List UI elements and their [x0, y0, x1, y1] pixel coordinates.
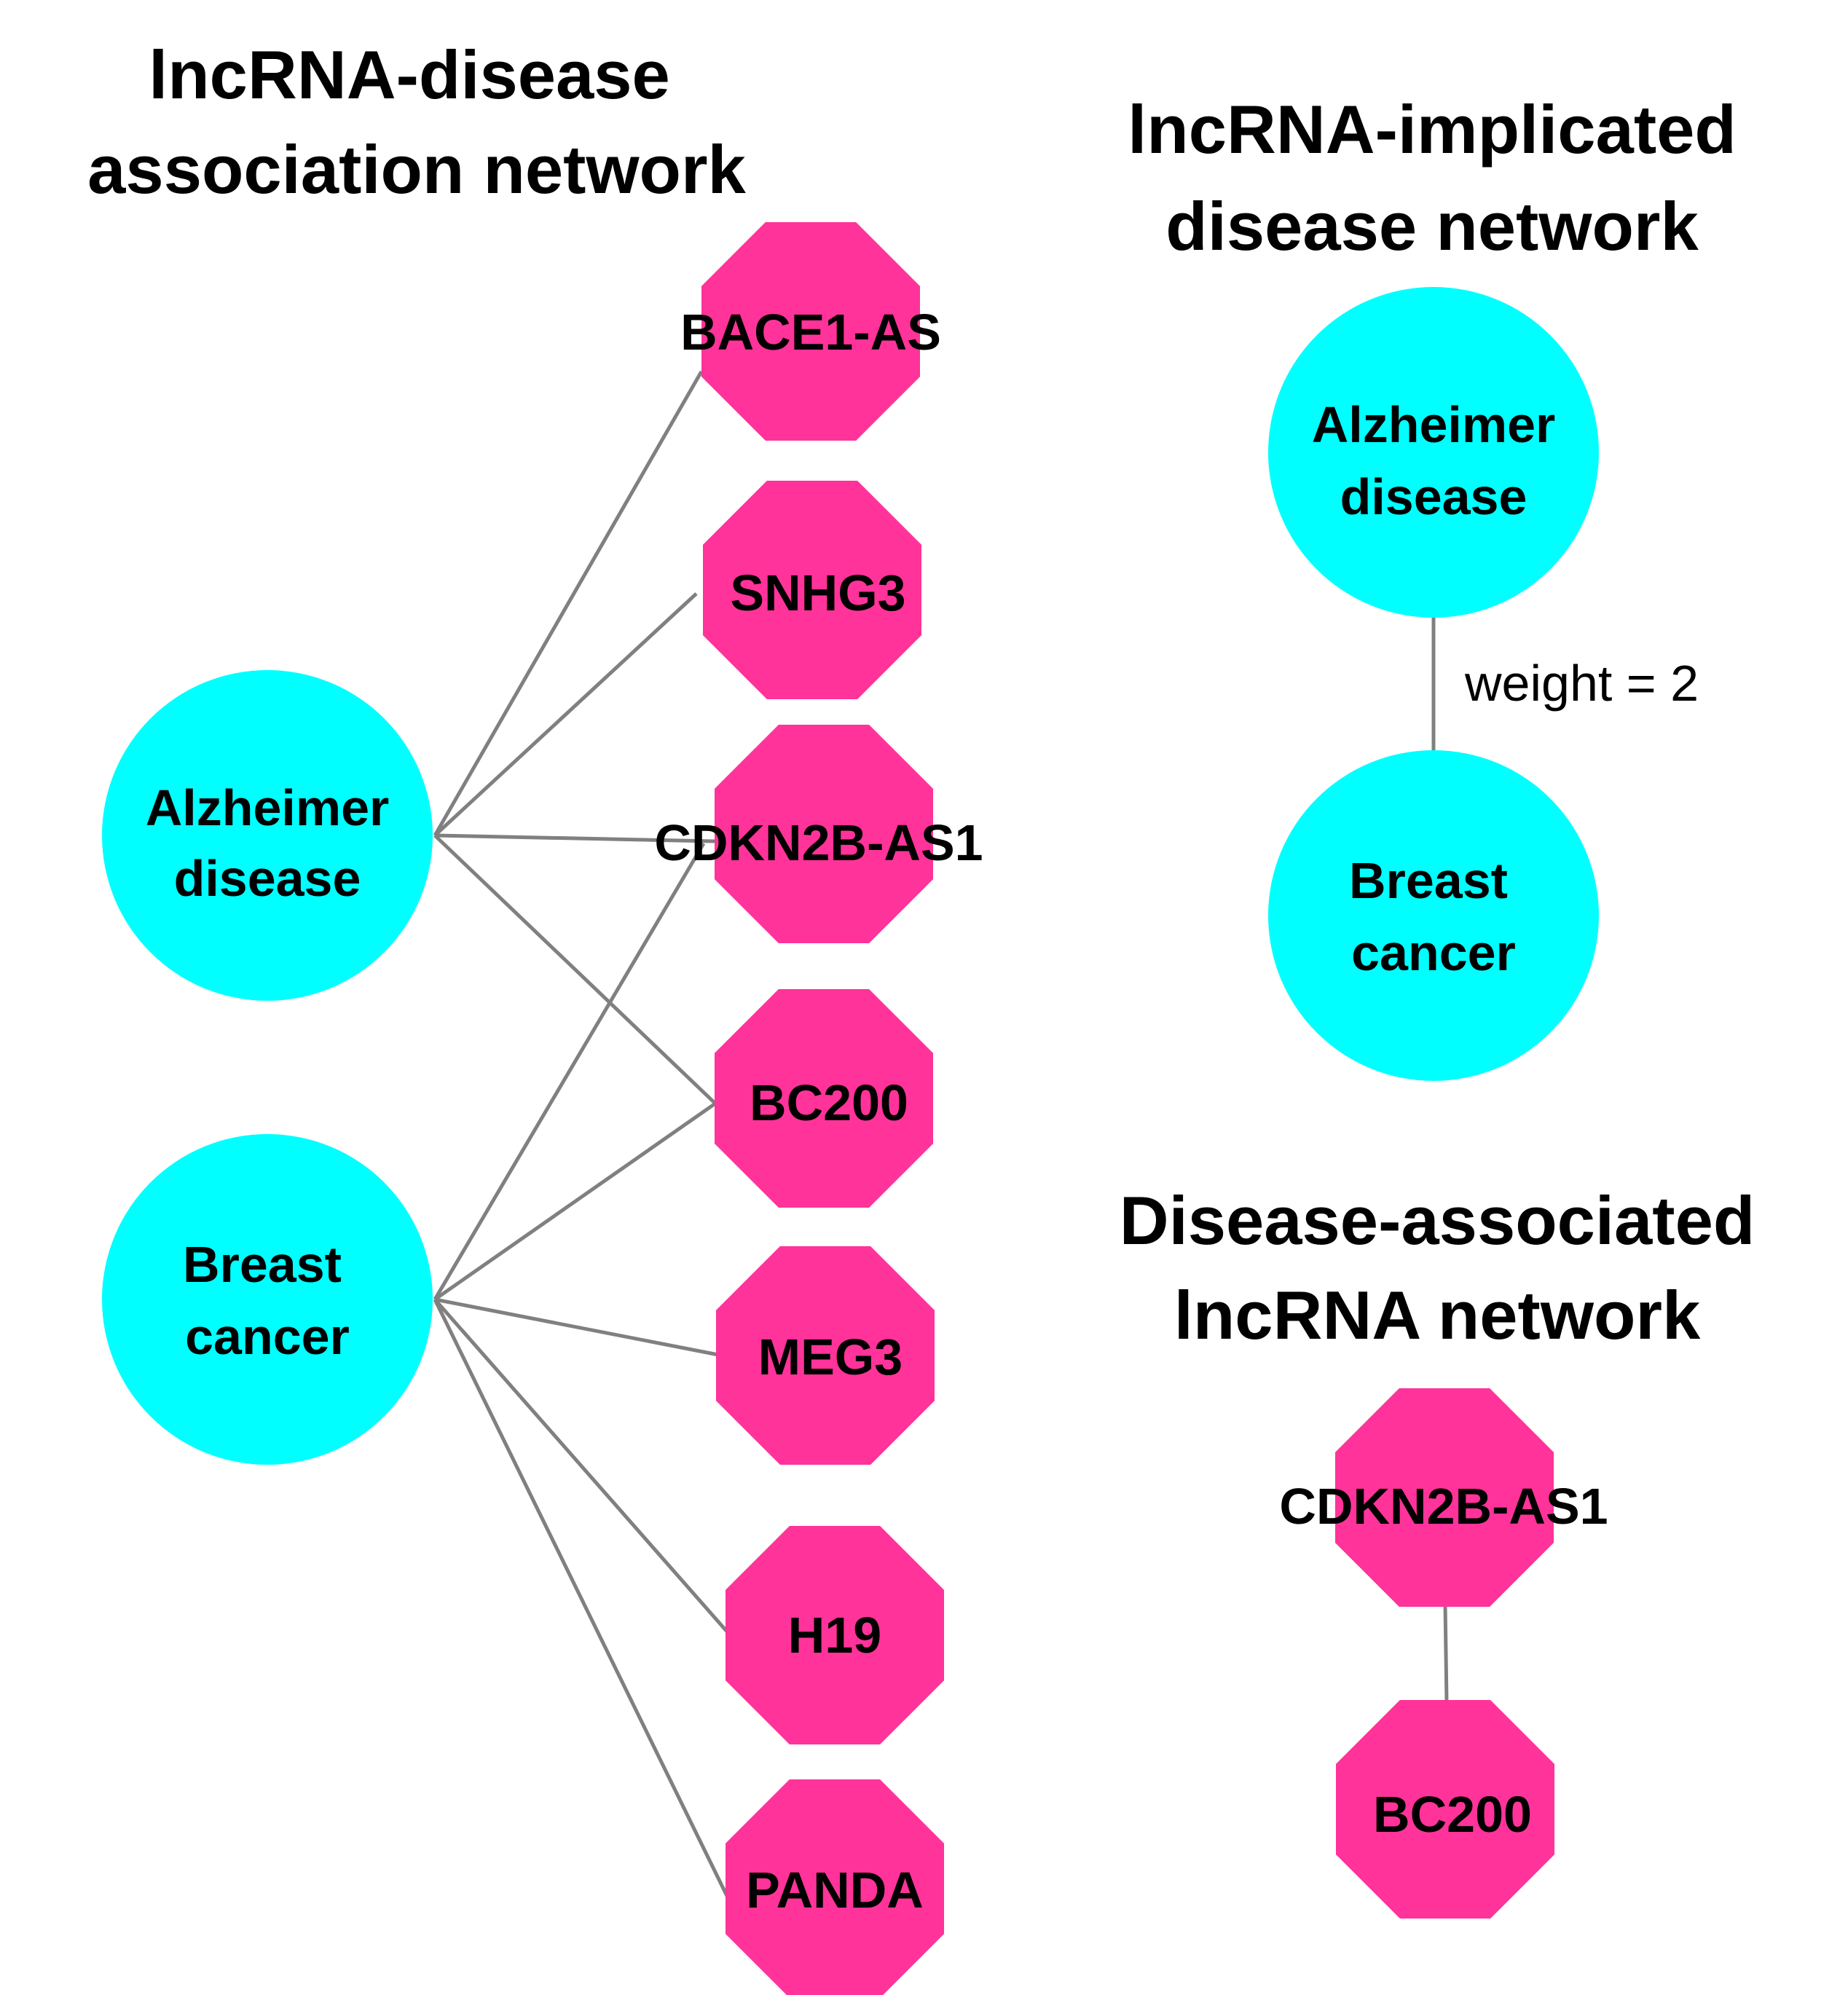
- lncrna-network-panel: Disease-associated lncRNA network CDKN2B…: [1120, 1182, 1755, 1919]
- edge-alzheimer-bace1as: [433, 370, 704, 837]
- disease-network-node-alzheimer-circle: [1268, 287, 1599, 618]
- edge-breastcancer-cdkn2bas1: [433, 842, 706, 1301]
- lncrna-node-bc200-label: BC200: [750, 1074, 908, 1131]
- lncrna-network-title-line-1: Disease-associated: [1120, 1182, 1755, 1259]
- disease-network-node-breast-cancer-label-2: cancer: [1351, 924, 1516, 981]
- edge-alzheimer-snhg3: [433, 592, 698, 837]
- association-title-line-1: lncRNA-disease: [149, 36, 670, 113]
- lncrna-network-node-cdkn2bas1: CDKN2B-AS1: [1279, 1388, 1608, 1607]
- lncrna-network-edge: [1443, 1603, 1449, 1702]
- lncrna-node-snhg3: SNHG3: [703, 481, 921, 699]
- disease-network-node-alzheimer: Alzheimer disease: [1268, 287, 1599, 618]
- lncrna-node-meg3-octagon: [716, 1246, 935, 1465]
- lncrna-node-panda: PANDA: [726, 1779, 944, 1995]
- disease-network-node-alzheimer-label-2: disease: [1340, 468, 1527, 525]
- lncrna-network-node-cdkn2bas1-label: CDKN2B-AS1: [1279, 1478, 1608, 1535]
- edge-alzheimer-cdkn2bas1: [434, 833, 716, 843]
- disease-network-node-breast-cancer-circle: [1268, 750, 1599, 1081]
- lncrna-network-node-cdkn2bas1-octagon: [1335, 1388, 1554, 1607]
- disease-network-node-breast-cancer-label-1: Breast: [1349, 852, 1508, 909]
- lncrna-node-h19: H19: [726, 1526, 944, 1744]
- disease-node-alzheimer-label-2: disease: [174, 850, 361, 907]
- disease-node-alzheimer: Alzheimer disease: [102, 670, 433, 1001]
- disease-node-alzheimer-label-1: Alzheimer: [146, 779, 390, 836]
- disease-network-node-breast-cancer: Breast cancer: [1268, 750, 1599, 1081]
- lncrna-node-bace1as-octagon: [701, 222, 920, 441]
- lncrna-node-bace1as: BACE1-AS: [680, 222, 941, 441]
- lncrna-network-title-line-2: lncRNA network: [1174, 1277, 1701, 1353]
- disease-network-title-line-2: disease network: [1165, 188, 1699, 264]
- lncrna-node-panda-octagon: [726, 1779, 944, 1995]
- lncrna-network-node-bc200-label: BC200: [1373, 1786, 1532, 1843]
- edge-breastcancer-meg3: [434, 1297, 719, 1357]
- lncrna-node-snhg3-octagon: [703, 481, 921, 699]
- edge-alzheimer-bc200: [433, 834, 717, 1105]
- association-title-line-2: association network: [87, 131, 746, 208]
- association-panel: lncRNA-disease association network Alzhe…: [87, 36, 983, 1995]
- lncrna-node-h19-label: H19: [788, 1607, 881, 1664]
- disease-network-panel: lncRNA-implicated disease network weight…: [1128, 91, 1737, 1081]
- disease-network-title-line-1: lncRNA-implicated: [1128, 91, 1737, 168]
- lncrna-node-bc200: BC200: [715, 989, 933, 1208]
- edge-breastcancer-h19: [433, 1298, 728, 1633]
- lncrna-node-meg3: MEG3: [716, 1246, 935, 1465]
- lncrna-network-node-bc200-octagon: [1336, 1700, 1554, 1919]
- lncrna-network-node-bc200: BC200: [1336, 1700, 1554, 1919]
- disease-node-breast-cancer: Breast cancer: [102, 1134, 433, 1465]
- disease-node-alzheimer-circle: [102, 670, 433, 1001]
- lncrna-node-cdkn2bas1-label: CDKN2B-AS1: [654, 814, 983, 871]
- edge-breastcancer-panda: [433, 1298, 729, 1897]
- association-edges: [433, 370, 729, 1897]
- lncrna-node-bace1as-label: BACE1-AS: [680, 304, 941, 361]
- lncrna-node-meg3-label: MEG3: [758, 1329, 903, 1385]
- edge-breastcancer-bc200: [433, 1101, 717, 1302]
- lncrna-node-cdkn2bas1: CDKN2B-AS1: [654, 725, 983, 943]
- disease-node-breast-cancer-circle: [102, 1134, 433, 1465]
- lncrna-node-panda-label: PANDA: [746, 1862, 924, 1919]
- lncrna-node-bc200-octagon: [715, 989, 933, 1208]
- disease-network-edge-weight: weight = 2: [1464, 655, 1699, 712]
- disease-network-node-alzheimer-label-1: Alzheimer: [1312, 396, 1556, 453]
- lncrna-node-snhg3-label: SNHG3: [730, 564, 905, 621]
- disease-node-breast-cancer-label-1: Breast: [183, 1236, 342, 1293]
- lncrna-node-cdkn2bas1-octagon: [715, 725, 933, 943]
- disease-node-breast-cancer-label-2: cancer: [185, 1308, 350, 1365]
- lncrna-node-h19-octagon: [726, 1526, 944, 1744]
